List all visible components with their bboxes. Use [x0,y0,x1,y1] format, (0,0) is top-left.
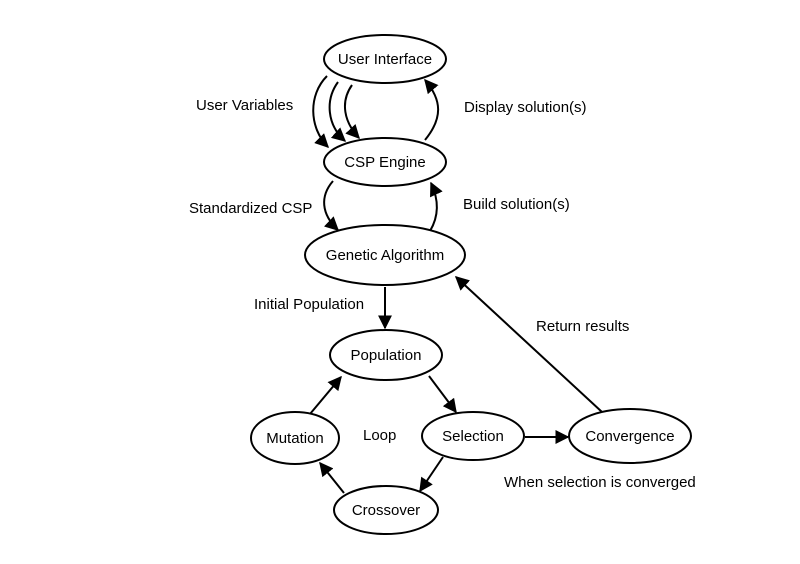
edge-csp-to-ui [424,78,440,141]
node-population: Population [329,329,443,381]
edge-ga-to-csp [429,181,443,232]
edge-csp-to-ga [323,180,340,231]
edge-mutation-to-population [309,375,342,415]
edge-ui-to-csp-1 [312,75,329,148]
edge-selection-to-crossover [419,456,444,493]
node-user-interface: User Interface [323,34,447,84]
node-convergence: Convergence [568,408,692,464]
edge-ui-to-csp-3 [343,84,360,140]
node-genetic-algorithm-label: Genetic Algorithm [326,247,444,264]
label-when-converged: When selection is converged [504,474,696,491]
label-user-variables: User Variables [196,97,293,114]
node-convergence-label: Convergence [585,428,674,445]
node-mutation-label: Mutation [266,430,324,447]
label-return-results: Return results [536,318,629,335]
node-selection-label: Selection [442,428,504,445]
label-build-solutions: Build solution(s) [463,196,570,213]
node-user-interface-label: User Interface [338,51,432,68]
edge-crossover-to-mutation [319,461,345,494]
label-display-solutions: Display solution(s) [464,99,587,116]
node-selection: Selection [421,411,525,461]
node-population-label: Population [351,347,422,364]
node-crossover-label: Crossover [352,502,420,519]
node-mutation: Mutation [250,411,340,465]
edge-population-to-selection [428,375,457,414]
label-standardized-csp: Standardized CSP [189,200,312,217]
label-initial-population: Initial Population [254,296,364,313]
label-loop: Loop [363,427,396,444]
node-csp-engine: CSP Engine [323,137,447,187]
edge-convergence-to-ga [454,276,603,413]
node-genetic-algorithm: Genetic Algorithm [304,224,466,286]
node-crossover: Crossover [333,485,439,535]
node-csp-engine-label: CSP Engine [344,154,425,171]
edge-ui-to-csp-2 [328,81,347,142]
